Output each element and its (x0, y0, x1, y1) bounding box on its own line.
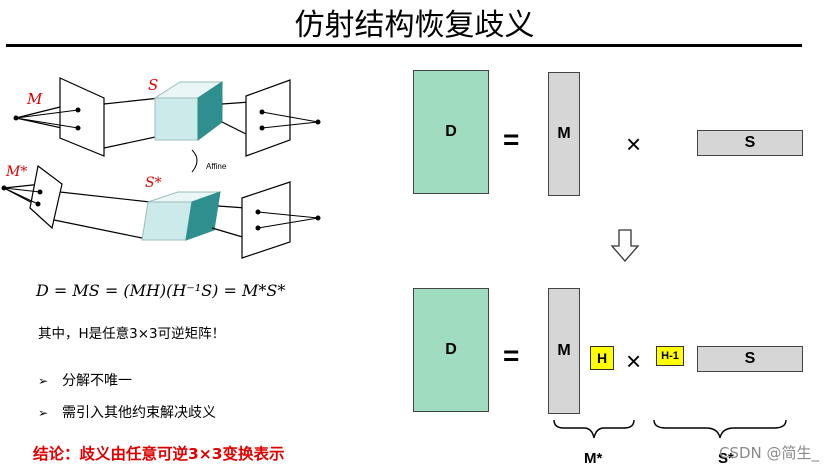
projection-illustration (1, 77, 321, 259)
group-braces (553, 419, 787, 439)
matrix-h-inverse-label: H-1 (661, 350, 679, 362)
equals-sign-bottom: = (503, 340, 520, 371)
slide-title: 仿射结构恢复歧义 (294, 8, 535, 43)
label-m: M (27, 90, 43, 108)
brace-label-m-star: M* (584, 450, 603, 467)
brace-s-star (653, 419, 787, 439)
bullet-arrow-icon: ➢ (38, 374, 49, 388)
affine-arc (191, 149, 198, 173)
matrix-h-inverse: H-1 (656, 346, 684, 366)
matrix-d-label: D (445, 341, 457, 358)
equals-sign-top: = (503, 124, 520, 155)
title-underline (6, 44, 802, 47)
top-projection (13, 77, 321, 157)
bottom-projection (1, 164, 321, 259)
bullet-text: 需引入其他约束解决歧义 (62, 405, 216, 421)
matrix-s-top: S (697, 130, 803, 156)
matrix-m-label: M (557, 125, 571, 142)
bullet-item: ➢ 分解不唯一 (38, 370, 132, 390)
matrix-s-label: S (744, 350, 756, 367)
times-sign-bottom: × (626, 346, 642, 376)
matrix-s-bottom: S (697, 346, 803, 372)
bullet-arrow-icon: ➢ (38, 406, 49, 420)
label-s-star: S* (145, 175, 162, 191)
down-arrow-icon (610, 229, 640, 262)
affine-label: Affine (206, 162, 227, 171)
matrix-s-label: S (744, 134, 756, 151)
brace-label-s-star: S* (718, 450, 734, 467)
times-sign-top: × (626, 129, 642, 159)
brace-m-star (553, 419, 635, 439)
decomposition-formula: D = MS = (MH)(H⁻¹S) = M*S* (36, 281, 286, 300)
label-m-star: M* (6, 164, 28, 180)
bullet-item: ➢ 需引入其他约束解决歧义 (38, 402, 216, 422)
csdn-watermark: CSDN @简生_ (718, 444, 819, 462)
h-note: 其中，H是任意3×3可逆矩阵！ (38, 326, 226, 342)
bullet-text: 分解不唯一 (62, 373, 132, 389)
matrix-m-bottom: M (548, 288, 580, 414)
matrix-d-top: D (413, 70, 489, 194)
matrix-d-bottom: D (413, 288, 489, 412)
label-s: S (148, 76, 159, 94)
matrix-h: H (590, 346, 614, 370)
matrix-h-label: H (596, 350, 608, 366)
matrix-m-label: M (557, 342, 571, 359)
matrix-d-label: D (445, 123, 457, 140)
matrix-m-top: M (548, 72, 580, 196)
conclusion-text: 结论：歧义由任意可逆3×3变换表示 (33, 445, 285, 463)
